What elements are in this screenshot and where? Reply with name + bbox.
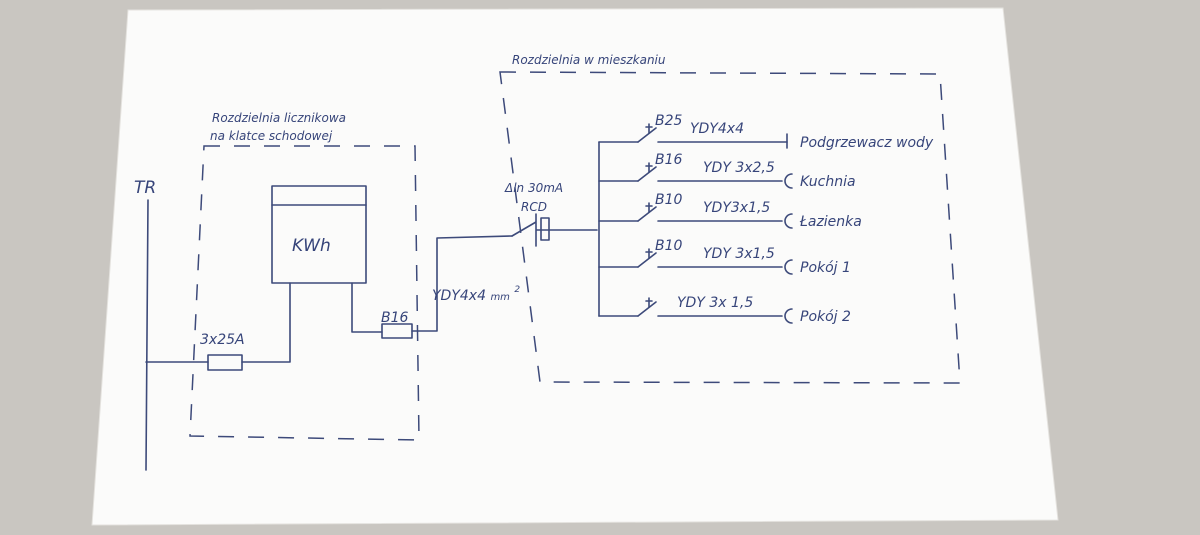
feed-cable-label: YDY4x4 mm 2 [432,285,520,304]
circuit-load-label: Pokój 2 [800,309,851,325]
rcd-label: RCD [521,200,547,214]
circuit-breaker-label: B25 [655,113,683,129]
supply-line [145,199,149,471]
circuit-load-label: Pokój 1 [800,260,851,276]
feed-cable-line [411,235,513,332]
meter-box-title-1: Rozdzielnia licznikowa [212,111,346,125]
circuit-switch [637,206,657,222]
paper-sheet [91,7,1059,526]
breaker-mark-icon [645,202,653,213]
circuit-load-label: Podgrzewacz wody [800,135,934,151]
breaker-mark-icon [645,123,653,134]
circuit-cable-label: YDY 3x2,5 [703,160,775,176]
breaker-mark-icon [645,162,653,173]
circuit-load-label: Kuchnia [800,174,856,190]
circuit-cable-label: YDY3x1,5 [703,200,770,216]
circuit-breaker-label: B10 [655,238,683,254]
fuse-to-meter-line [241,282,291,363]
circuit-load-label: Łazienka [799,214,862,230]
breaker-mark-icon [645,297,653,308]
circuit-breaker-label: B10 [655,192,683,208]
kwh-meter-label: KWh [292,236,331,256]
meter-box-title-2: na klatce schodowej [210,129,333,143]
circuit-switch [637,252,657,268]
meter-breaker-label: B16 [381,310,409,326]
feed-cable-superscript: 2 [514,285,520,295]
circuit-breaker-label: B16 [655,152,683,168]
circuit-switch [637,301,657,317]
feed-cable-type: YDY4x4 [432,288,486,304]
meter-to-breaker-line [351,282,383,333]
load-terminal [784,173,793,189]
kwh-meter [271,185,367,284]
rcd-rating-label: Δln 30mA [504,181,563,195]
circuit-cable-label: YDY 3x 1,5 [677,295,753,311]
apartment-box-outline [499,71,961,384]
tr-label: TR [134,178,156,198]
circuit-cable-label: YDY4x4 [690,121,744,137]
load-terminal [784,213,793,229]
feed-cable-unit: mm [490,292,510,303]
breaker-mark-icon [645,248,653,259]
circuit-switch [637,127,657,143]
main-fuse-label: 3x25A [200,332,245,348]
circuit-cable-label: YDY 3x1,5 [703,246,775,262]
circuit-switch [637,166,657,182]
rcd-symbol [511,213,598,247]
load-terminal [784,259,793,275]
apartment-box-title: Rozdzielnia w mieszkaniu [512,53,666,67]
load-terminal [784,308,793,324]
